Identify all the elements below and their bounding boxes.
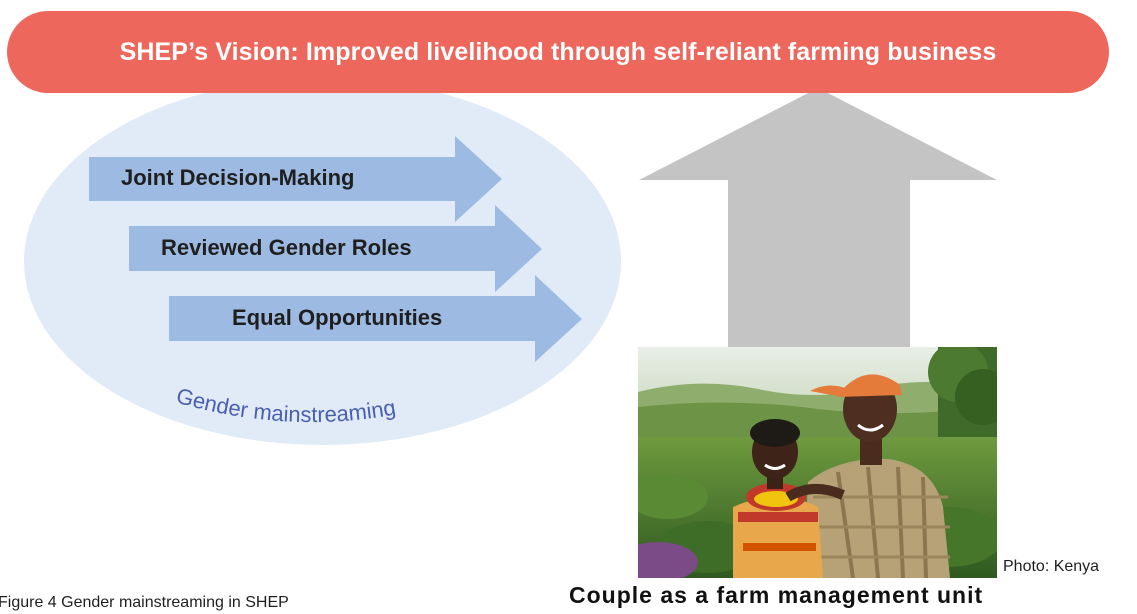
up-arrow [639, 88, 997, 347]
arrow-label-equal-opportunities: Equal Opportunities [232, 305, 443, 330]
arrow-joint-decision-making [89, 136, 502, 222]
gender-mainstreaming-text: Gender mainstreaming [174, 383, 398, 427]
vision-banner: SHEP’s Vision: Improved livelihood throu… [7, 11, 1109, 93]
couple-photo [638, 347, 997, 578]
gender-mainstreaming-label: Gender mainstreaming [174, 383, 398, 427]
arrow-label-reviewed-gender-roles: Reviewed Gender Roles [161, 235, 412, 260]
arrow-equal-opportunities [169, 275, 582, 362]
arrow-reviewed-gender-roles [129, 205, 542, 292]
vision-text: SHEP’s Vision: Improved livelihood throu… [119, 37, 997, 66]
couple-photo-image [638, 347, 997, 578]
figure-caption: Figure 4 Gender mainstreaming in SHEP [0, 594, 289, 611]
photo-caption: Couple as a farm management unit [569, 582, 984, 608]
photo-credit: Photo: Kenya [1003, 558, 1100, 575]
arrow-label-joint-decision-making: Joint Decision-Making [121, 165, 355, 190]
